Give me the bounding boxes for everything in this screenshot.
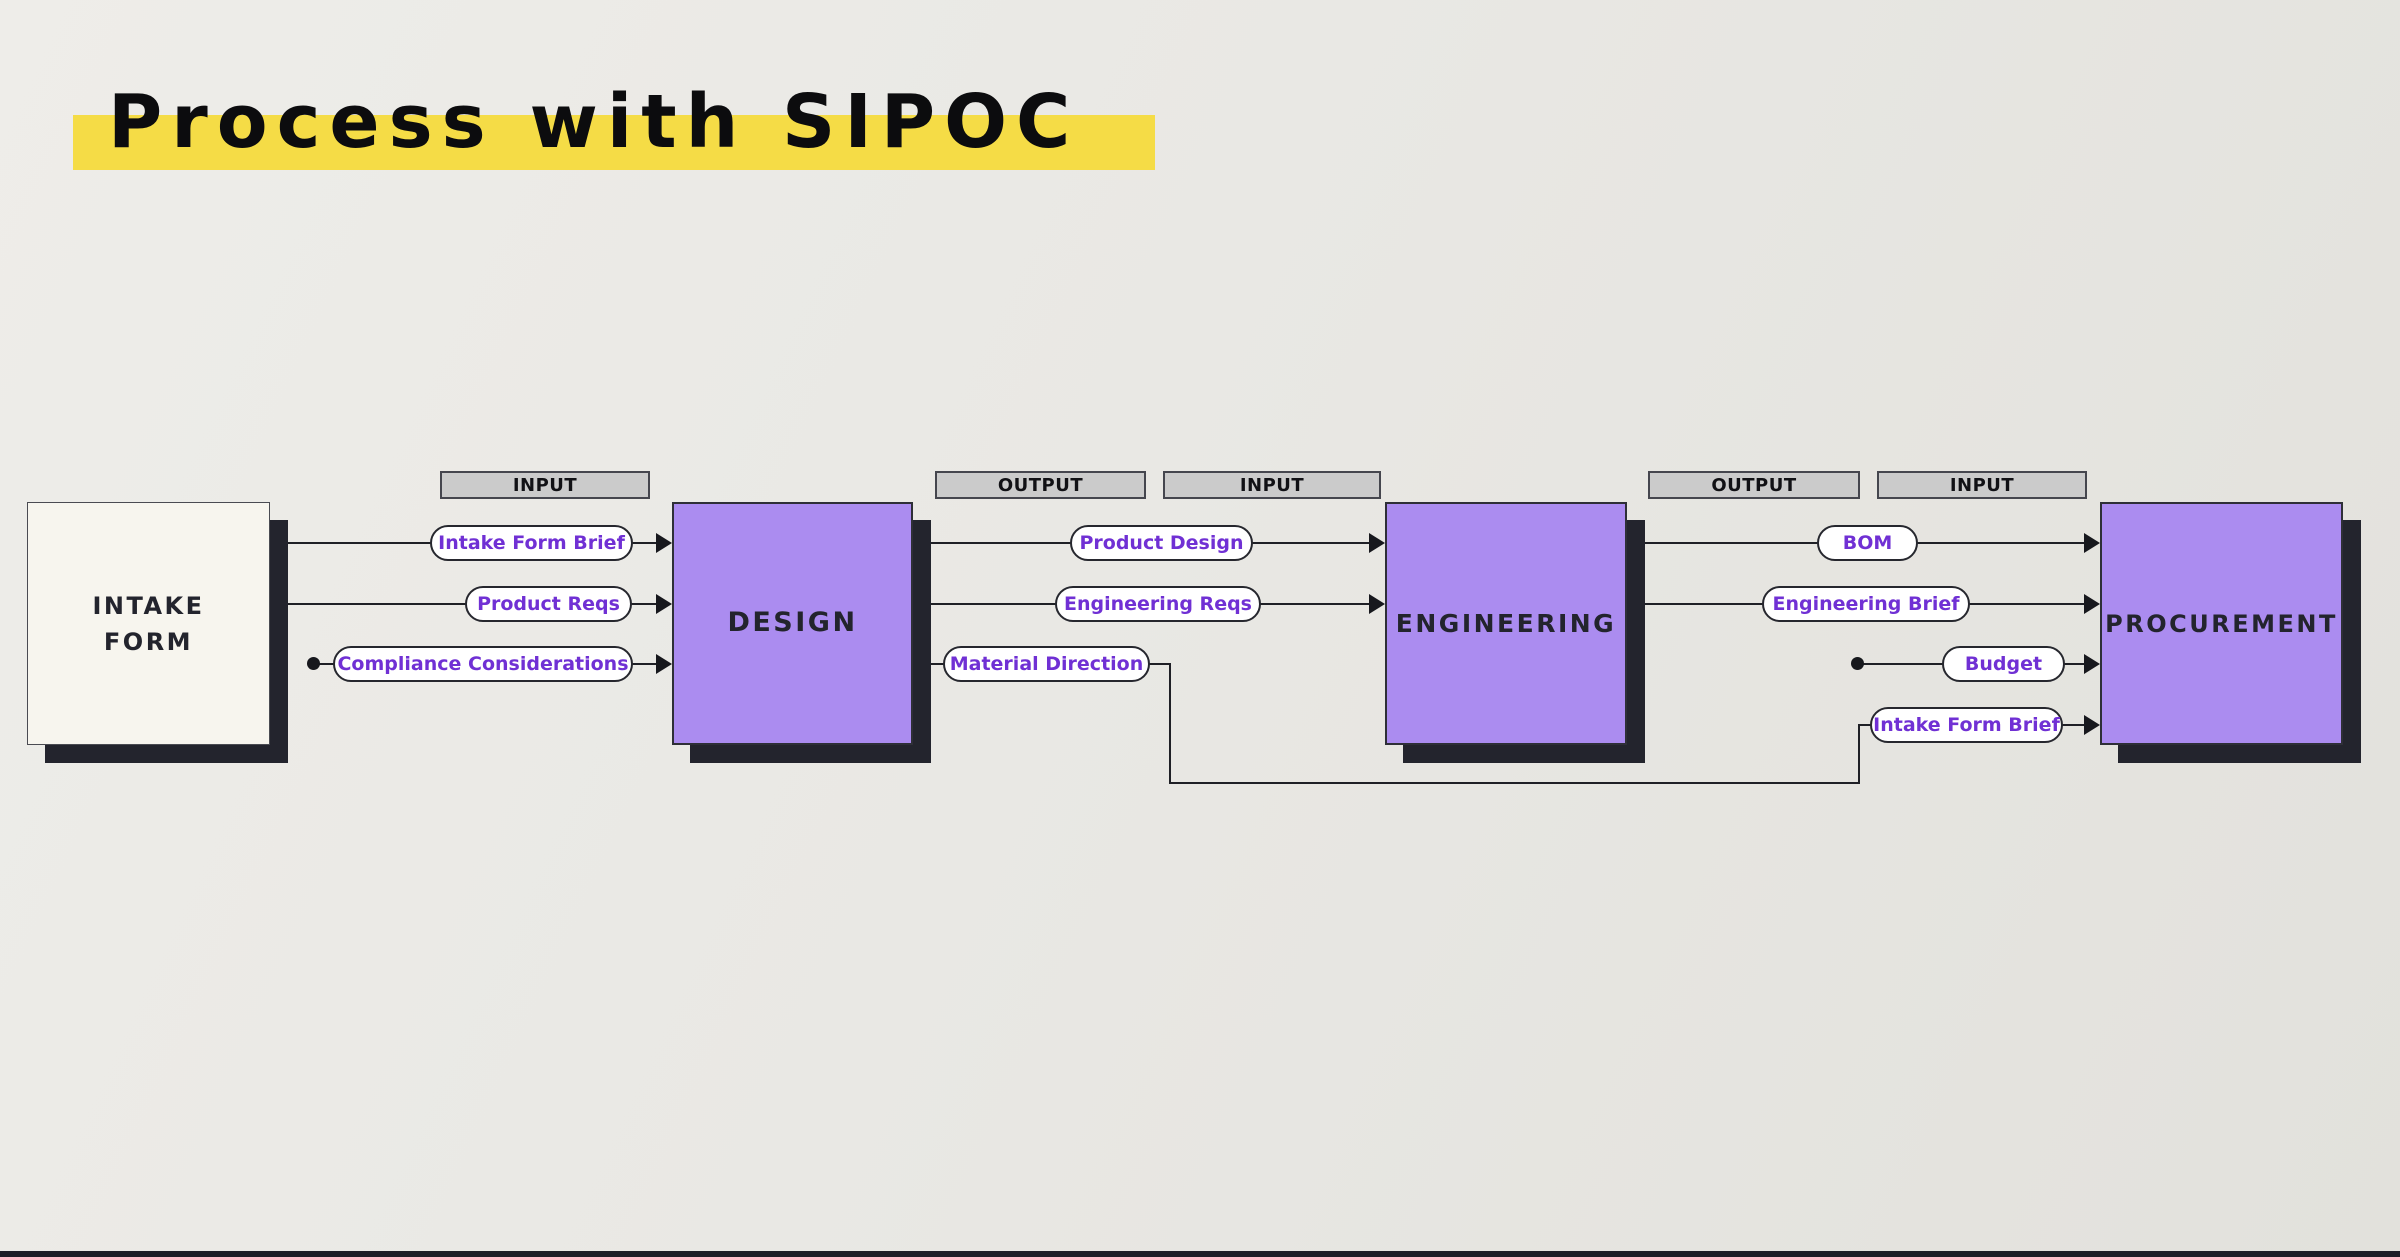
bottom-edge-strip [0,1251,2400,1257]
arrowhead-procurement-input-4 [2084,715,2100,735]
pill-bom[interactable]: BOM [1817,525,1918,561]
header-output-engineering[interactable]: OUTPUT [1648,471,1860,499]
pill-material-direction[interactable]: Material Direction [943,646,1150,682]
pill-product-design[interactable]: Product Design [1070,525,1253,561]
connector-material-direction-rise [1858,724,1860,784]
connector-dot-to-budget [1858,663,1944,665]
node-intake-form-label: INTAKE FORM [92,591,205,656]
connector-product-reqs-to-design [630,603,659,605]
source-dot-budget [1851,657,1864,670]
title-highlight [73,115,1155,170]
connector-engineering-to-bom [1627,542,1819,544]
connector-bom-to-procurement [1916,542,2086,544]
node-design-label: DESIGN [727,607,858,639]
node-procurement-label: PROCUREMENT [2105,609,2338,638]
connector-intake-form-brief-to-design [631,542,659,544]
connector-engineering-reqs-to-engineering [1259,603,1371,605]
pill-engineering-reqs[interactable]: Engineering Reqs [1055,586,1261,622]
connector-design-to-material-direction [913,663,945,665]
connector-compliance-to-design [631,663,659,665]
source-dot-compliance [307,657,320,670]
connector-engineering-to-engineering-brief [1627,603,1764,605]
pill-product-reqs[interactable]: Product Reqs [465,586,632,622]
pill-engineering-brief[interactable]: Engineering Brief [1762,586,1970,622]
connector-intake-form-brief-to-procurement [2061,724,2086,726]
header-output-design[interactable]: OUTPUT [935,471,1146,499]
header-input-procurement[interactable]: INPUT [1877,471,2087,499]
pill-intake-form-brief-2[interactable]: Intake Form Brief [1870,707,2063,743]
arrowhead-design-input-3 [656,654,672,674]
connector-material-direction-bottom-run [1169,782,1860,784]
connector-design-to-engineering-reqs [913,603,1057,605]
connector-product-design-to-engineering [1251,542,1371,544]
arrowhead-design-input-2 [656,594,672,614]
node-engineering-label: ENGINEERING [1395,608,1617,638]
arrowhead-procurement-input-3 [2084,654,2100,674]
arrowhead-design-input-1 [656,533,672,553]
connector-engineering-brief-to-procurement [1968,603,2086,605]
arrowhead-procurement-input-2 [2084,594,2100,614]
connector-intake-to-product-reqs [270,603,467,605]
connector-budget-to-procurement [2063,663,2086,665]
header-input-engineering[interactable]: INPUT [1163,471,1381,499]
node-engineering[interactable]: ENGINEERING [1385,502,1627,745]
arrowhead-engineering-input-1 [1369,533,1385,553]
node-procurement[interactable]: PROCUREMENT [2100,502,2343,745]
arrowhead-procurement-input-1 [2084,533,2100,553]
pill-intake-form-brief[interactable]: Intake Form Brief [430,525,633,561]
connector-design-to-product-design [913,542,1072,544]
connector-material-direction-drop [1169,663,1171,784]
header-input-design[interactable]: INPUT [440,471,650,499]
pill-compliance-considerations[interactable]: Compliance Considerations [333,646,633,682]
connector-material-direction-exit [1148,663,1171,665]
node-design[interactable]: DESIGN [672,502,913,745]
page-title: Process with SIPOC [108,79,1080,165]
connector-dot-to-compliance [313,663,339,665]
connector-material-direction-into-pill [1858,724,1874,726]
node-intake-form[interactable]: INTAKE FORM [27,502,270,745]
connector-intake-to-intake-form-brief [270,542,432,544]
pill-budget[interactable]: Budget [1942,646,2065,682]
arrowhead-engineering-input-2 [1369,594,1385,614]
